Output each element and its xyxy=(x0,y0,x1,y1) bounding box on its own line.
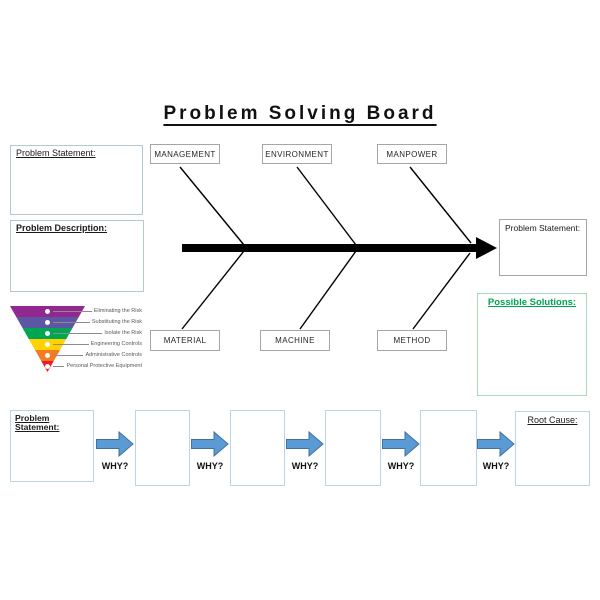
five-whys-step-box-3 xyxy=(325,410,381,486)
pyramid-level-label: Administrative Controls xyxy=(85,351,142,358)
category-box-method: METHOD xyxy=(377,330,447,351)
pyramid-level-label: Eliminating the Risk xyxy=(93,307,142,314)
root-cause-label: Root Cause: xyxy=(527,415,578,425)
leader-line xyxy=(53,355,84,356)
pyramid-dot xyxy=(45,331,50,336)
category-box-material: MATERIAL xyxy=(150,330,220,351)
pyramid-dot xyxy=(45,353,50,358)
pyramid-row: Isolate the Risk xyxy=(53,330,142,337)
why-arrow-icon xyxy=(382,431,420,457)
pyramid-level-label: Isolate the Risk xyxy=(104,329,142,336)
why-step-4: WHY? xyxy=(382,431,420,471)
pyramid-row: Personal Protective Equipment xyxy=(53,363,142,370)
category-box-environment: ENVIRONMENT xyxy=(262,144,332,164)
leader-line xyxy=(53,322,90,323)
why-label: WHY? xyxy=(482,461,510,471)
leader-line xyxy=(53,366,65,367)
why-arrow-icon xyxy=(286,431,324,457)
why-step-5: WHY? xyxy=(477,431,515,471)
pyramid-dot xyxy=(45,342,50,347)
root-cause-box: Root Cause: xyxy=(515,411,590,486)
leader-line xyxy=(53,311,92,312)
why-arrow-icon xyxy=(191,431,229,457)
category-box-manpower: MANPOWER xyxy=(377,144,447,164)
category-label: MANAGEMENT xyxy=(154,149,216,159)
pyramid-row: Substituting the Risk xyxy=(53,319,142,326)
possible-solutions-label: Possible Solutions: xyxy=(487,297,577,308)
possible-solutions-box: Possible Solutions: xyxy=(477,293,587,396)
category-label: MANPOWER xyxy=(386,149,438,159)
problem-statement-label: Problem Statement: xyxy=(16,148,96,158)
pyramid-row: Eliminating the Risk xyxy=(53,308,142,315)
five-whys-step-box-2 xyxy=(230,410,285,486)
effect-problem-statement-label: Problem Statement: xyxy=(505,223,581,233)
five-whys-step-box-4 xyxy=(420,410,477,486)
effect-problem-statement-box: Problem Statement: xyxy=(499,219,587,276)
why-step-3: WHY? xyxy=(286,431,324,471)
why-arrow-icon xyxy=(96,431,134,457)
problem-description-label: Problem Description: xyxy=(16,223,108,233)
category-label: MATERIAL xyxy=(163,336,207,345)
leader-line xyxy=(53,344,89,345)
why-step-2: WHY? xyxy=(191,431,229,471)
why-step-1: WHY? xyxy=(96,431,134,471)
pyramid-dot xyxy=(45,309,50,314)
why-label: WHY? xyxy=(387,461,415,471)
five-whys-problem-statement-label: Problem Statement: xyxy=(15,413,60,433)
category-label: METHOD xyxy=(393,336,431,345)
pyramid-level-label: Substituting the Risk xyxy=(91,318,142,325)
pyramid-dot xyxy=(45,364,50,369)
category-box-machine: MACHINE xyxy=(260,330,330,351)
why-arrow-icon xyxy=(477,431,515,457)
five-whys-problem-statement-box: Problem Statement: xyxy=(10,410,94,482)
risk-pyramid: Eliminating the Risk Substituting the Ri… xyxy=(10,306,142,374)
pyramid-dot xyxy=(45,320,50,325)
category-label: ENVIRONMENT xyxy=(265,149,329,159)
problem-statement-box: Problem Statement: xyxy=(10,145,143,215)
spine-arrowhead-icon xyxy=(476,237,497,259)
pyramid-row: Engineering Controls xyxy=(53,341,142,348)
pyramid-level-label: Personal Protective Equipment xyxy=(66,362,142,369)
category-box-management: MANAGEMENT xyxy=(150,144,220,164)
leader-line xyxy=(53,333,103,334)
why-label: WHY? xyxy=(291,461,319,471)
why-label: WHY? xyxy=(196,461,224,471)
problem-description-box: Problem Description: xyxy=(10,220,144,292)
why-label: WHY? xyxy=(101,461,129,471)
category-label: MACHINE xyxy=(275,336,315,345)
pyramid-level-label: Engineering Controls xyxy=(90,340,142,347)
title-bar: Problem Solving Board xyxy=(0,103,600,125)
pyramid-row: Administrative Controls xyxy=(53,352,142,359)
page-title: Problem Solving Board xyxy=(163,103,437,124)
five-whys-step-box-1 xyxy=(135,410,190,486)
fishbone-spine xyxy=(182,244,476,252)
